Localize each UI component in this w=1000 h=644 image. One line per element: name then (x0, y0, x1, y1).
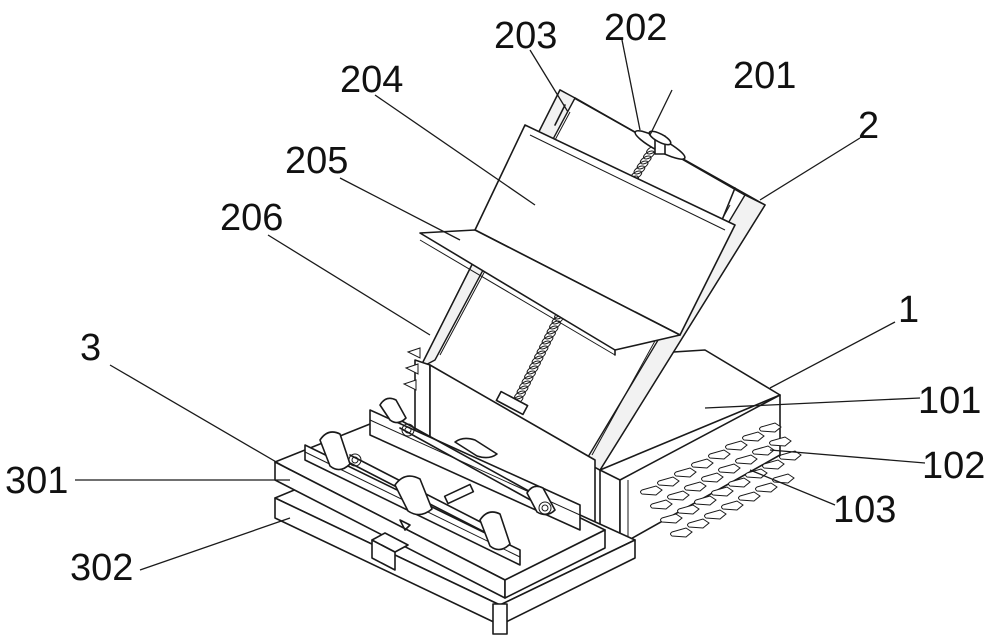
spike-tip (773, 474, 795, 483)
label-301: 301 (5, 460, 68, 502)
label-3: 3 (80, 327, 101, 369)
label-302: 302 (70, 547, 133, 589)
spike-tip (671, 528, 693, 537)
label-203: 203 (494, 15, 557, 57)
label-204: 204 (340, 59, 403, 101)
label-205: 205 (285, 140, 348, 182)
spike-tip (688, 519, 710, 528)
label-201: 201 (733, 55, 796, 97)
spike-tip (756, 483, 778, 492)
spike-tip (705, 510, 727, 519)
label-1: 1 (898, 289, 919, 331)
label-103: 103 (833, 489, 896, 531)
label-2: 2 (858, 105, 879, 147)
spike-tip (722, 501, 744, 510)
label-101: 101 (918, 380, 981, 422)
label-102: 102 (922, 445, 985, 487)
label-206: 206 (220, 197, 283, 239)
label-202: 202 (604, 7, 667, 49)
spike-tip (739, 492, 761, 501)
